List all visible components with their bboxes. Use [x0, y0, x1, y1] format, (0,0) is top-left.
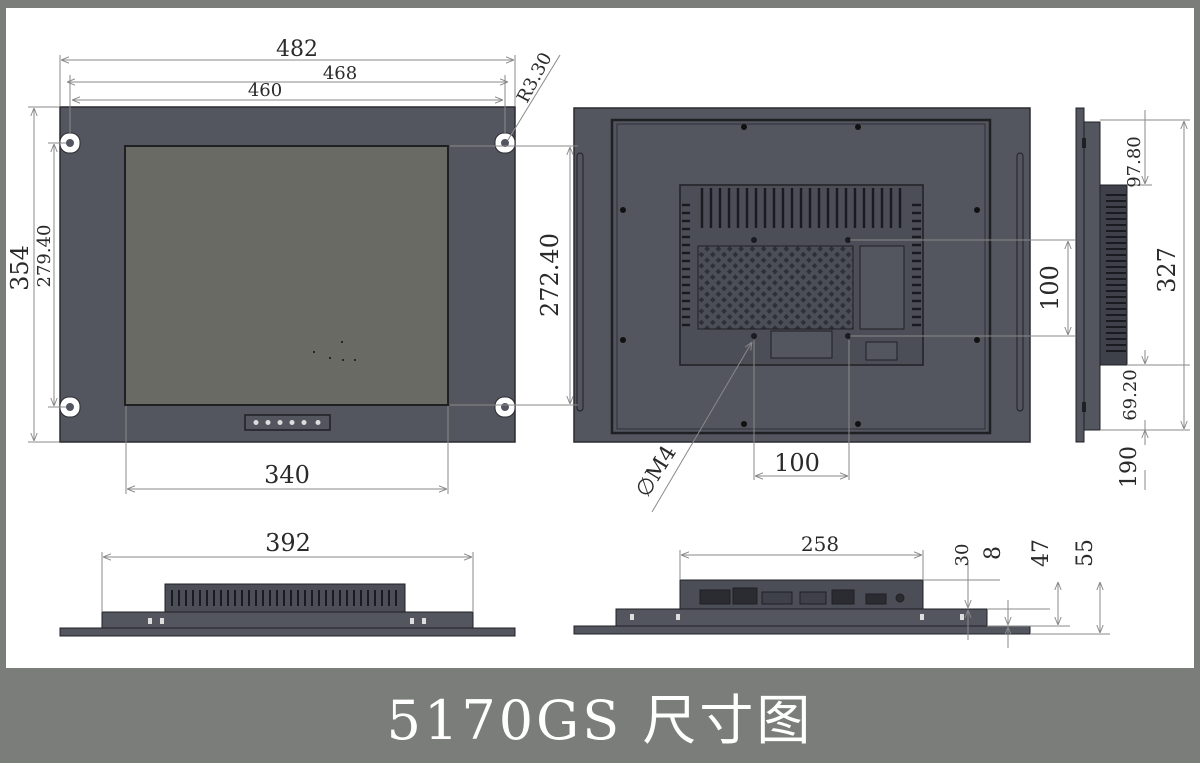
- front-view: [59, 106, 516, 443]
- mount-hole-icon: [494, 396, 516, 418]
- dim-340: 340: [264, 461, 310, 489]
- dim-55: 55: [1073, 539, 1098, 567]
- dim-354: 354: [6, 245, 34, 291]
- dim-468: 468: [323, 63, 357, 84]
- drawing-title: 5170GS 尺寸图: [386, 689, 814, 752]
- dim-100-horizontal: 100: [774, 449, 820, 477]
- dim-m4: ∅M4: [631, 441, 682, 501]
- bottom-view-front: [59, 583, 516, 637]
- dim-272-40: 272.40: [536, 233, 564, 317]
- dim-69-20: 69.20: [1120, 369, 1141, 421]
- rear-view: [573, 107, 1031, 443]
- osd-button-strip: [244, 414, 331, 431]
- dim-258: 258: [801, 532, 839, 556]
- dim-30: 30: [952, 544, 973, 567]
- io-ports: [699, 587, 905, 605]
- front-screen: [124, 145, 449, 406]
- rear-vent-grill: [697, 245, 854, 330]
- dim-100-vertical: 100: [1036, 265, 1064, 311]
- dim-97-80: 97.80: [1124, 136, 1145, 188]
- bottom-view-rear: [573, 579, 1031, 635]
- dim-327: 327: [1153, 247, 1181, 293]
- side-view: [1075, 107, 1128, 443]
- dim-r3-30: R3.30: [513, 49, 557, 106]
- dim-190: 190: [1117, 446, 1142, 488]
- dim-279-40: 279.40: [34, 225, 55, 288]
- mount-hole-icon: [494, 132, 516, 154]
- dim-460: 460: [248, 80, 282, 101]
- dim-8: 8: [981, 546, 1006, 560]
- dim-392: 392: [265, 529, 311, 557]
- mount-hole-icon: [59, 396, 81, 418]
- dim-47: 47: [1029, 539, 1054, 567]
- dim-482: 482: [276, 37, 318, 62]
